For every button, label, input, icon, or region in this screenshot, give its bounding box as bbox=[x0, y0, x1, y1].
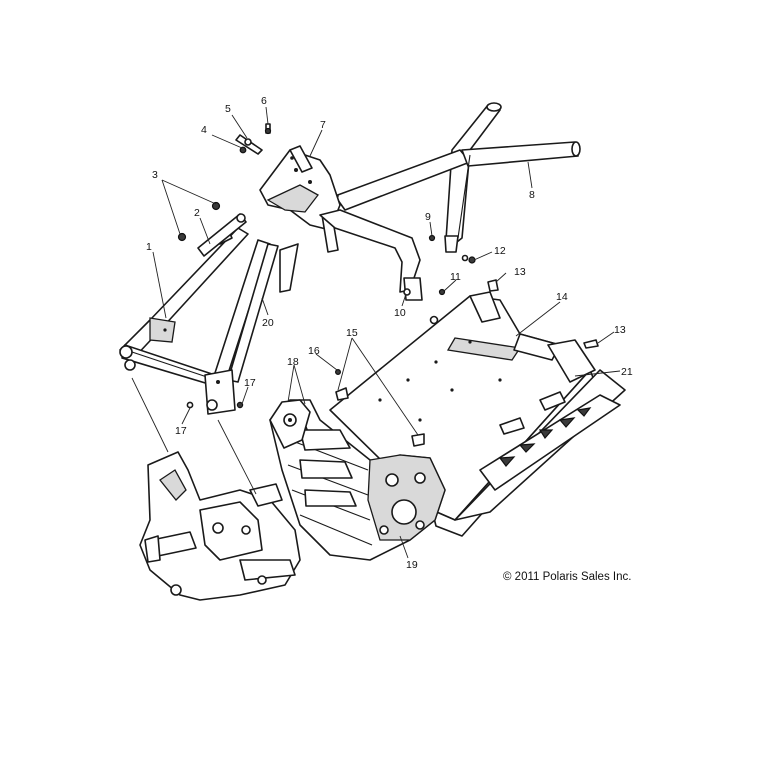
callout-17-right: 17 bbox=[244, 377, 256, 389]
part-20-support-tube bbox=[204, 239, 299, 415]
callouts: 1 2 3 4 5 6 7 8 9 10 11 12 13 13 14 15 1… bbox=[146, 95, 633, 571]
callout-1: 1 bbox=[146, 241, 152, 253]
callout-11: 11 bbox=[450, 271, 461, 283]
callout-9: 9 bbox=[425, 211, 431, 223]
callout-10: 10 bbox=[394, 307, 406, 319]
hardware-15-16-17 bbox=[186, 369, 425, 447]
hardware-9-13 bbox=[403, 234, 599, 349]
part-2-strut bbox=[197, 213, 247, 257]
callout-12: 12 bbox=[494, 245, 506, 257]
callout-17-left: 17 bbox=[175, 425, 187, 437]
callout-13-lower: 13 bbox=[614, 324, 626, 336]
callout-16: 16 bbox=[308, 345, 320, 357]
callout-18: 18 bbox=[287, 356, 299, 368]
callout-7: 7 bbox=[320, 119, 326, 131]
callout-19: 19 bbox=[406, 559, 418, 571]
callout-3: 3 bbox=[152, 169, 158, 181]
hardware-4-5-6 bbox=[235, 123, 272, 155]
callout-2: 2 bbox=[194, 207, 200, 219]
part-18-front-plate bbox=[269, 399, 311, 449]
leader-lines bbox=[131, 106, 621, 559]
callout-21: 21 bbox=[621, 366, 633, 378]
hardware-3 bbox=[177, 201, 221, 242]
part-21-running-board bbox=[454, 369, 626, 521]
front-suspension-frame bbox=[139, 451, 301, 601]
copyright-notice: © 2011 Polaris Sales Inc. bbox=[503, 571, 631, 583]
callout-4: 4 bbox=[201, 124, 207, 136]
callout-6: 6 bbox=[261, 95, 267, 107]
callout-14: 14 bbox=[556, 291, 568, 303]
callout-15: 15 bbox=[346, 327, 358, 339]
callout-5: 5 bbox=[225, 103, 231, 115]
callout-20: 20 bbox=[262, 317, 274, 329]
callout-13-upper: 13 bbox=[514, 266, 526, 278]
callout-8: 8 bbox=[529, 189, 535, 201]
part-19-bulkhead bbox=[269, 399, 446, 561]
part-1-front-arm-assembly bbox=[119, 227, 249, 386]
